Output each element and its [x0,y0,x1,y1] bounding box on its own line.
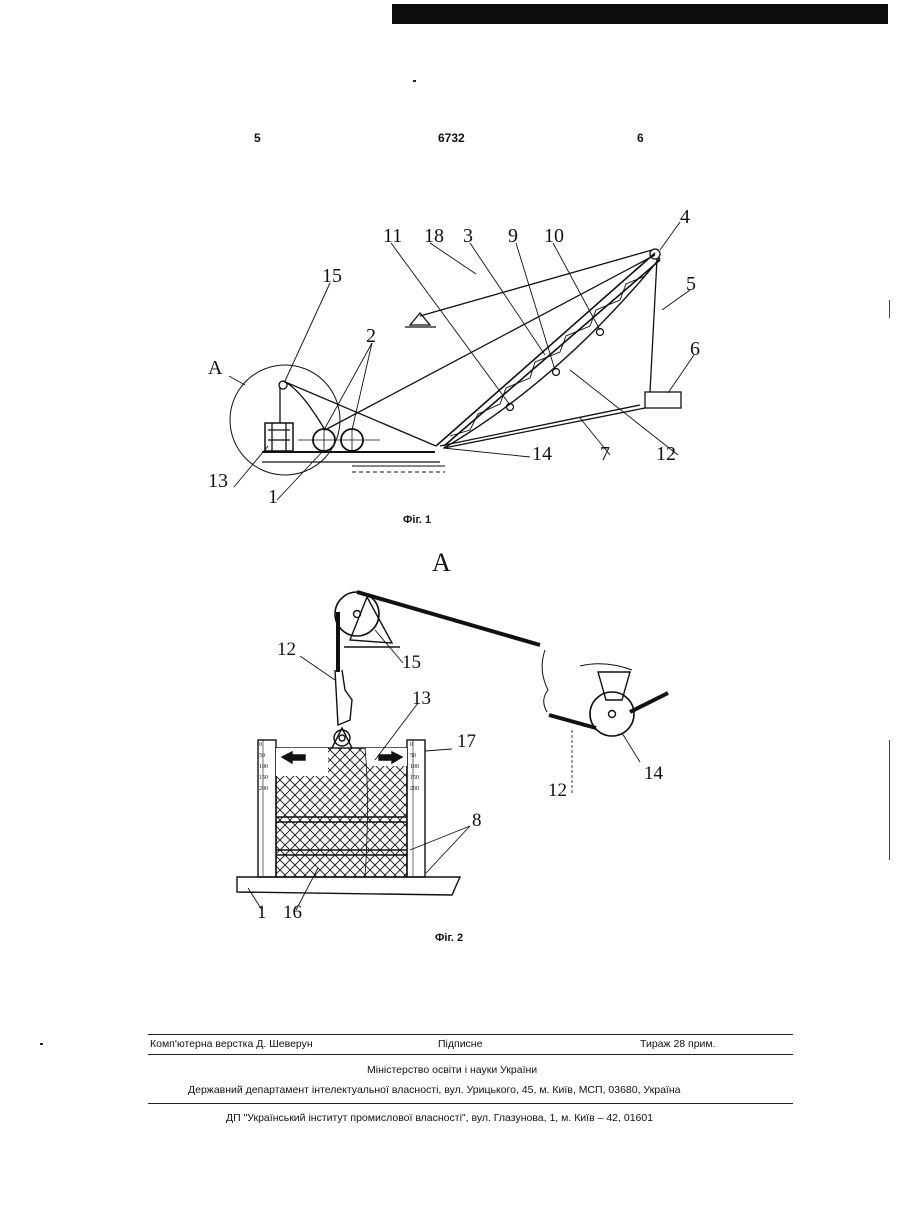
scale-left-150: 150 [259,775,268,781]
scale-right-150: 150 [410,775,419,781]
fig2-label-1: 1 [257,902,267,923]
figure-2-drawing: 12 13 15 17 8 12 14 1 16 0 50 100 150 20… [0,0,900,960]
fig2-label-12-top: 12 [277,639,296,660]
footer-rule-bottom [148,1103,793,1104]
fig2-label-13: 13 [412,688,431,709]
speck [40,1043,43,1045]
footer-institute: ДП "Український інститут промислової вла… [226,1112,653,1124]
fig2-label-15: 15 [402,652,421,673]
fig2-label-8: 8 [472,810,482,831]
fig2-label-17: 17 [457,731,476,752]
scale-right-0: 0 [410,742,413,748]
fig2-label-16: 16 [283,902,302,923]
scale-right-50: 50 [410,753,416,759]
footer-signed: Підписне [438,1038,482,1050]
fig2-label-14: 14 [644,763,664,784]
figure-2-caption: Фіг. 2 [435,932,463,944]
footer-rule-mid [148,1054,793,1055]
footer-circulation: Тираж 28 прим. [640,1038,716,1050]
scale-right-100: 100 [410,764,419,770]
scale-left-0: 0 [259,742,262,748]
scale-right-200: 200 [410,786,419,792]
scale-left-200: 200 [259,786,268,792]
footer-typesetting: Комп'ютерна верстка Д. Шеверун [150,1038,313,1050]
footer-ministry: Міністерство освіти і науки України [367,1064,537,1076]
scale-left-50: 50 [259,753,265,759]
scale-left-100: 100 [259,764,268,770]
footer-department: Державний департамент інтелектуальної вл… [188,1084,680,1096]
fig2-label-12-bottom: 12 [548,780,567,801]
footer-rule-top [148,1034,793,1035]
